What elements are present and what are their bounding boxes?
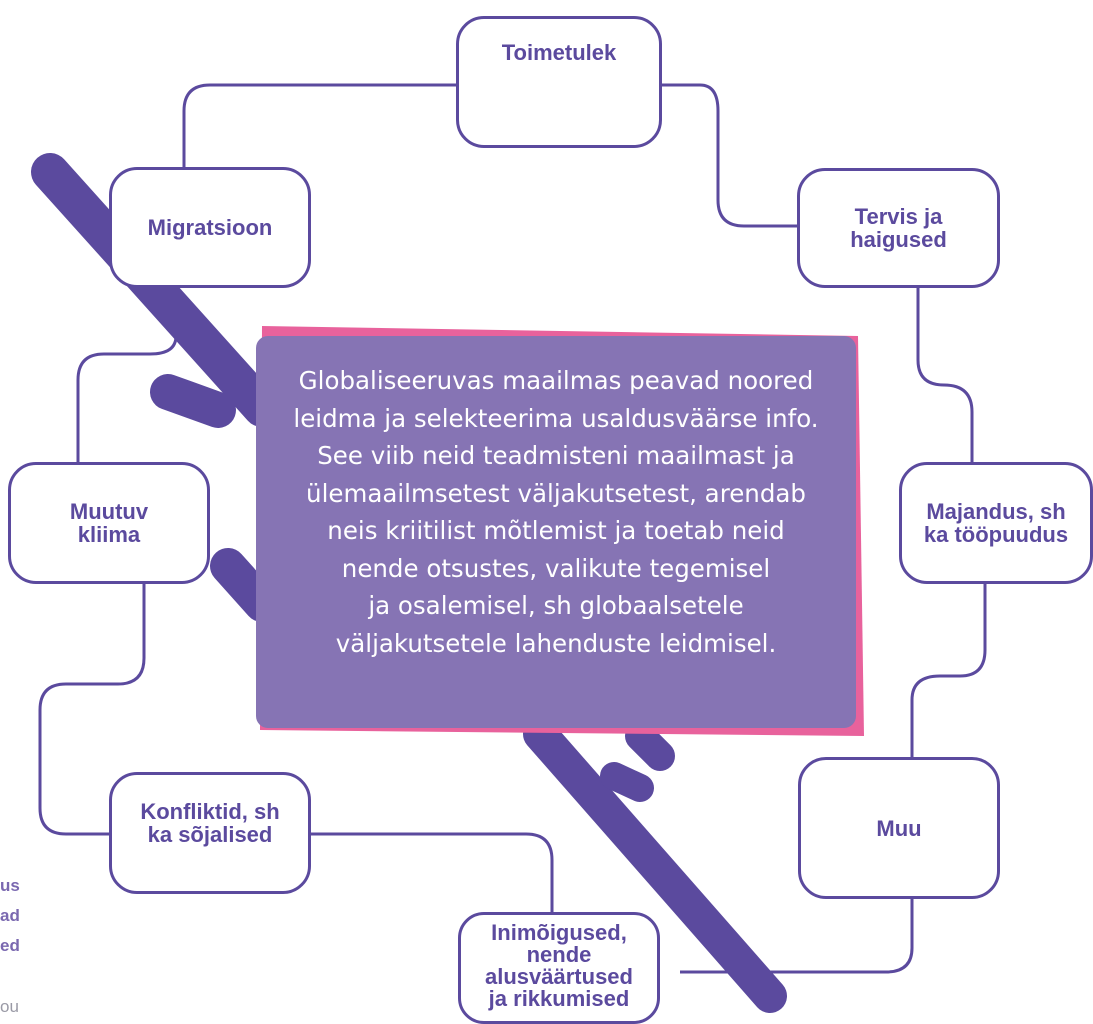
side-fragment-2: ad [0, 906, 20, 925]
node-label-migratsioon: Migratsioon [147, 215, 273, 240]
node-label-konfliktid: Konfliktid, sh ka sõjalised [140, 799, 280, 847]
decorative-dash-right-2 [600, 762, 654, 802]
connector-inimoigused-konfliktid [308, 832, 554, 914]
node-label-tervis: Tervis ja haigused [850, 204, 947, 252]
node-label-kliima: Muutuv kliima [69, 499, 149, 547]
node-label-toimetulek: Toimetulek [501, 39, 617, 65]
connector-konfliktid-kliima [38, 580, 146, 836]
connector-toimetulek-tervis [660, 83, 800, 228]
center-statement-text: Globaliseeruvas maailmas peavad noored l… [293, 366, 819, 658]
connector-toimetulek-migratsioon [182, 83, 456, 168]
node-muu: Muu [798, 757, 1000, 899]
diagonal-band-upper [31, 153, 281, 427]
diagonal-band-lower [523, 717, 787, 1013]
node-migratsioon: Migratsioon [109, 167, 311, 288]
connector-kliima-migratsioon [76, 286, 178, 462]
connector-muu-inimoigused [680, 898, 914, 974]
side-fragment-4: ou [0, 997, 19, 1016]
node-tervis: Tervis ja haigused [797, 168, 1000, 288]
decorative-dash-left [150, 374, 236, 428]
node-majandus: Majandus, sh ka tööpuudus [899, 462, 1093, 584]
side-fragment-3: ed [0, 936, 20, 955]
node-kliima: Muutuv kliima [8, 462, 210, 584]
node-toimetulek: Toimetulek [456, 16, 662, 148]
node-inimoigused: Inimõigused, nende alusväärtused ja rikk… [458, 912, 660, 1024]
decorative-dash-right [625, 721, 675, 771]
connector-majandus-muu [910, 583, 987, 760]
center-statement-box: Globaliseeruvas maailmas peavad noored l… [256, 336, 856, 728]
node-label-muu: Muu [876, 815, 922, 841]
node-label-majandus: Majandus, sh ka tööpuudus [923, 499, 1069, 547]
node-konfliktid: Konfliktid, sh ka sõjalised [109, 772, 311, 894]
side-fragment-1: us [0, 876, 20, 895]
connector-tervis-majandus [916, 285, 974, 462]
node-label-inimoigused: Inimõigused, nende alusväärtused ja rikk… [485, 920, 633, 1011]
